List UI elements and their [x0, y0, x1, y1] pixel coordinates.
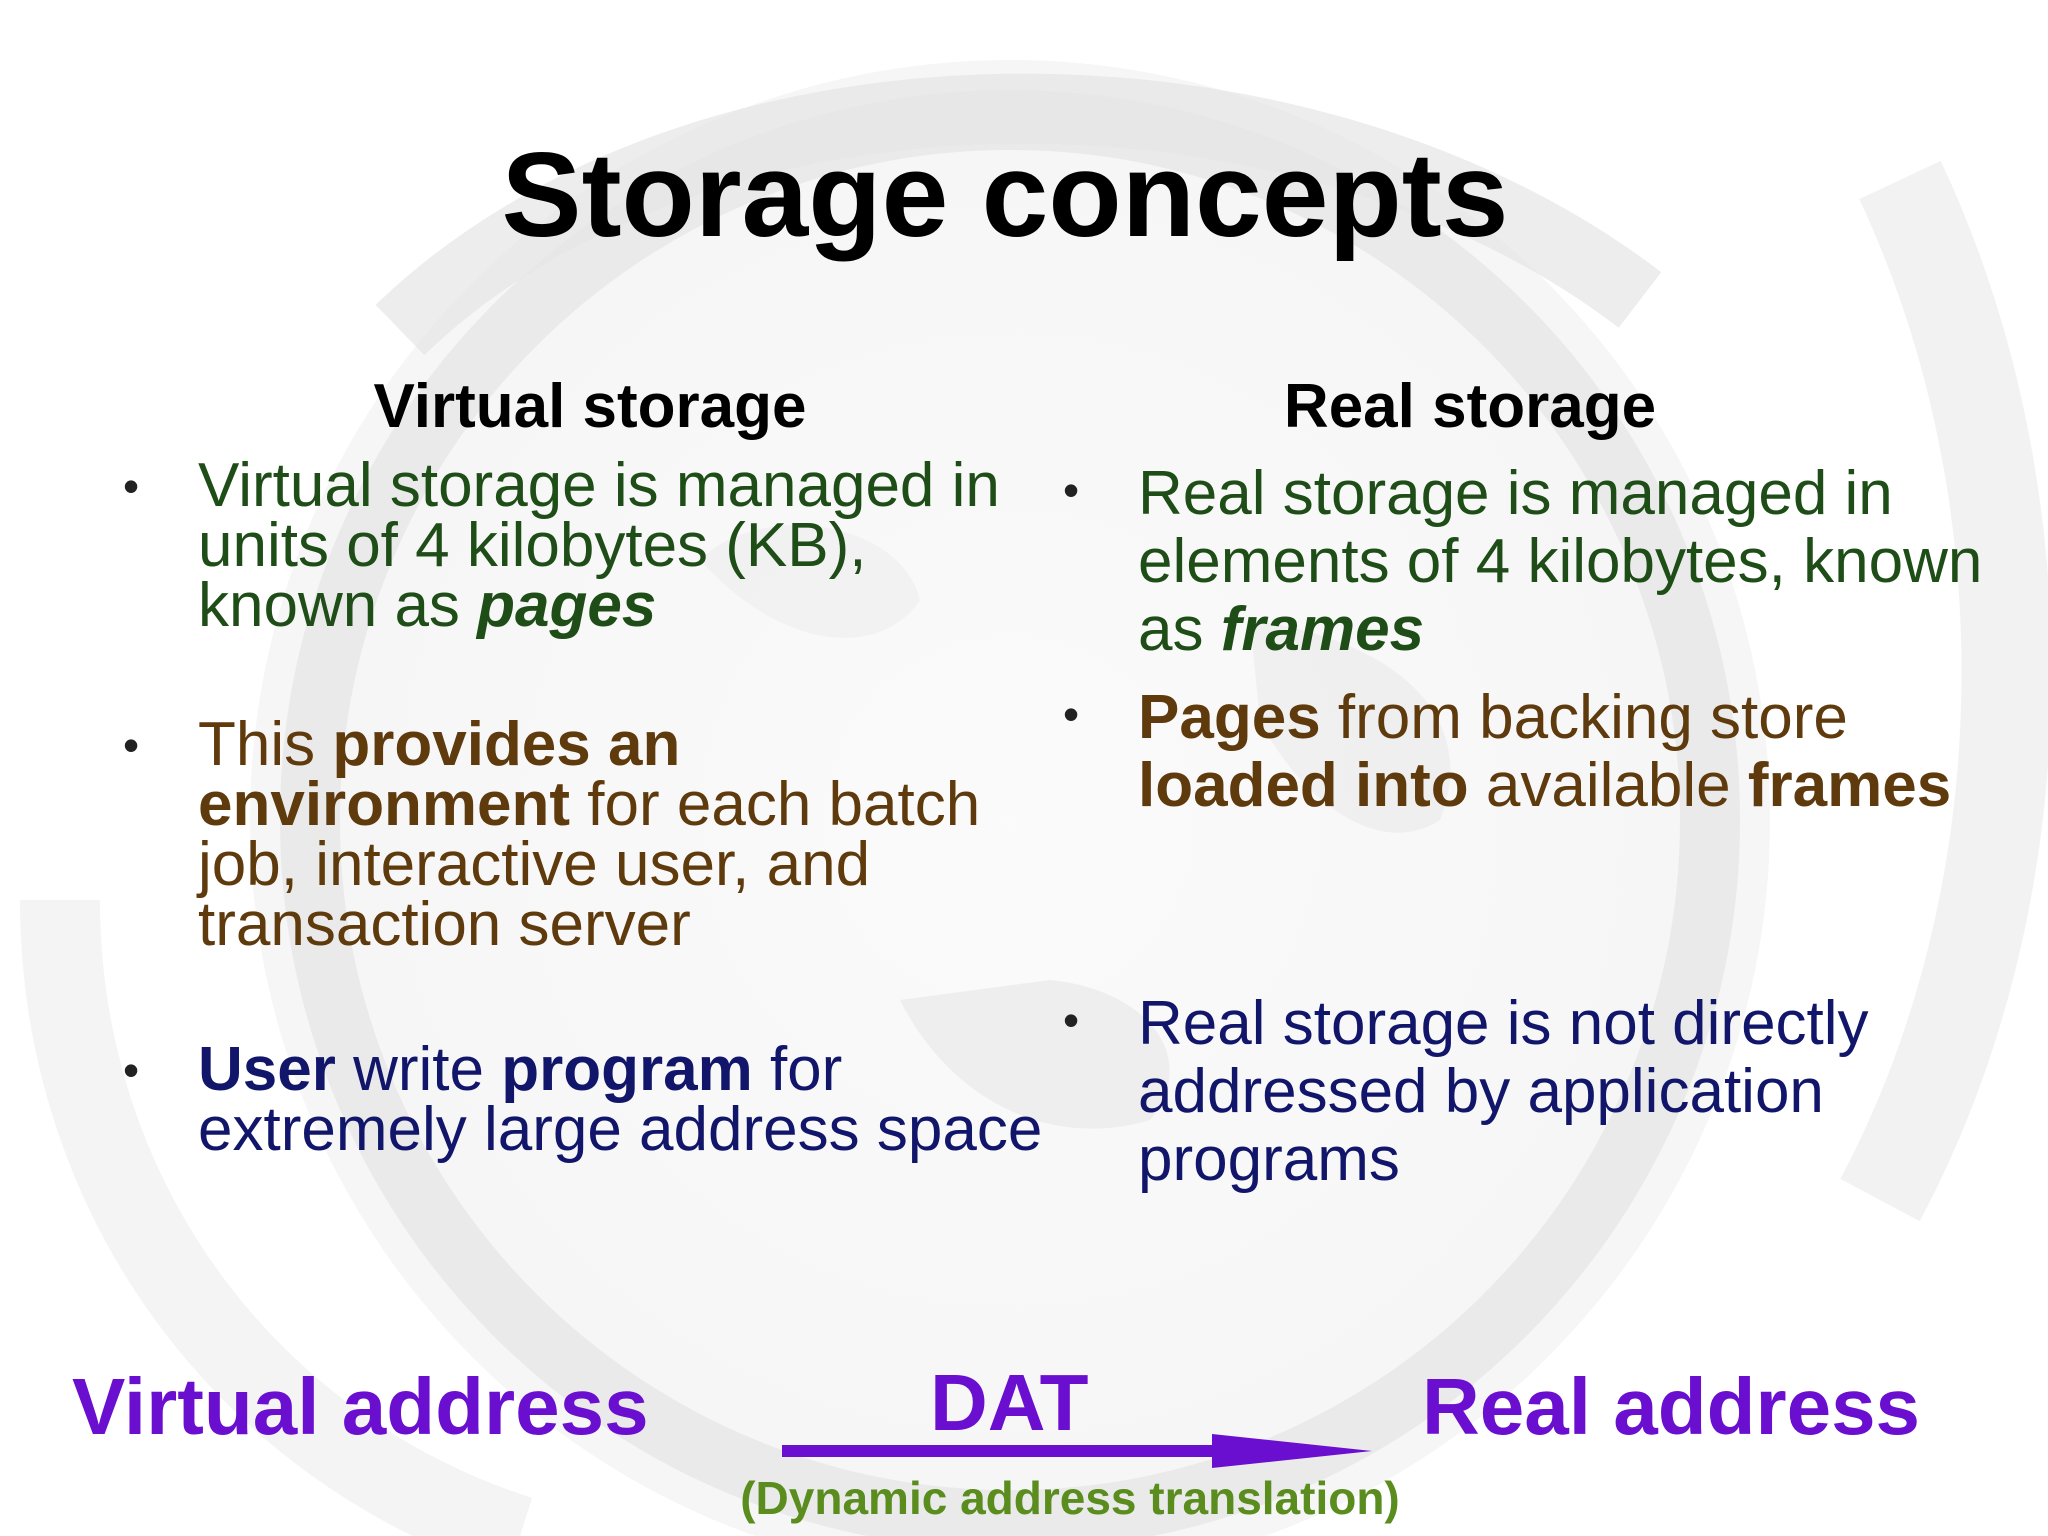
bullet-text: This provides an environment for each ba… [198, 714, 1058, 956]
bullet-emphasis: frames [1747, 751, 1952, 820]
slide-title: Storage concepts [501, 128, 1509, 262]
bullet-text-part: write [335, 1035, 502, 1104]
bullet-dot: • [123, 460, 140, 512]
bullet-text: Pages from backing store loaded into ava… [1138, 684, 1998, 820]
dat-label: DAT [930, 1358, 1089, 1447]
virtual-storage-heading: Virtual storage [373, 372, 807, 441]
virtual-address-label: Virtual address [72, 1362, 649, 1451]
bullet-text-part: Virtual storage is managed in units of 4… [198, 451, 1000, 640]
bullet-text-part: available [1468, 751, 1748, 820]
bullet-text: User write program for extremely large a… [198, 1039, 1058, 1161]
bullet-text-part: This [198, 710, 333, 779]
bullet-text-part: Real storage is not directly addressed b… [1138, 989, 1869, 1194]
bullet-dot: • [1063, 688, 1080, 740]
bullet-emphasis: Pages [1138, 683, 1321, 752]
bullet-emphasis: loaded into [1138, 751, 1469, 820]
bullet-emphasis: provides an environment [198, 710, 681, 839]
bullet-dot: • [123, 719, 140, 771]
bullet-text: Virtual storage is managed in units of 4… [198, 455, 1058, 637]
bullet-dot: • [1063, 464, 1080, 516]
bullet-text-part: for extremely large address space [198, 1035, 1043, 1164]
bullet-emphasis: pages [477, 571, 657, 640]
right-arrow-icon [782, 1434, 1372, 1468]
bullet-text-part: from backing store [1320, 683, 1848, 752]
bullet-text: Real storage is not directly addressed b… [1138, 990, 1998, 1194]
bullet-emphasis: program [501, 1035, 753, 1104]
bullet-emphasis: User [198, 1035, 336, 1104]
bullet-dot: • [123, 1044, 140, 1096]
bullet-text-part: Real storage is managed in elements of 4… [1138, 459, 1983, 664]
real-storage-heading: Real storage [1283, 372, 1657, 441]
bullet-text-part: for each batch job, interactive user, an… [198, 770, 981, 959]
dat-expansion-label: (Dynamic address translation) [740, 1472, 1400, 1524]
bullet-text: Real storage is managed in elements of 4… [1138, 460, 1998, 664]
real-address-label: Real address [1422, 1362, 1921, 1451]
bullet-emphasis: frames [1220, 595, 1425, 664]
bullet-dot: • [1063, 994, 1080, 1046]
